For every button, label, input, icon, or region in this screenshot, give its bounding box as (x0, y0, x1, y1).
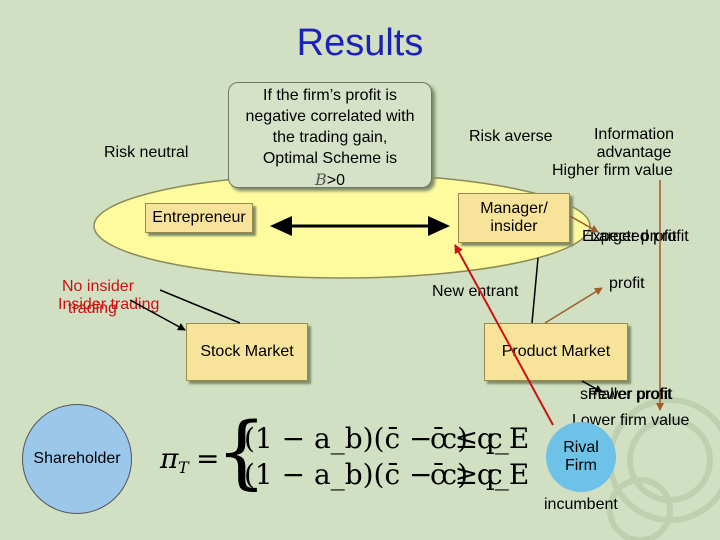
callout-line-1: If the firm’s profit is (263, 87, 397, 104)
entrepreneur-box: Entrepreneur (145, 203, 253, 233)
rival-firm-circle: Rival Firm (546, 422, 616, 492)
shareholder-circle: Shareholder (22, 404, 132, 514)
insider-trading-label: No insider trading Insider trading (58, 278, 160, 317)
optimal-scheme-callout: If the firm’s profit is negative correla… (228, 82, 432, 189)
lower-firm-value-label: Lower firm value (572, 412, 690, 429)
manager-insider-box: Manager/ insider (458, 193, 570, 243)
stock-market-box: Stock Market (186, 323, 308, 381)
information-advantage-label: Information advantage (593, 126, 675, 161)
profit-label: profit (609, 275, 645, 292)
callout-line-4: Optimal Scheme is (262, 150, 398, 167)
fewer-smaller-profit-label: Fewer profit smaller profit (580, 386, 673, 403)
callout-line-3: the trading gain, (272, 129, 388, 146)
callout-line-2: negative correlated with (245, 108, 415, 125)
profit-equation: π T = { (1 − a_b)(c̄ − c) q_E (1 − a_b)(… (160, 405, 530, 498)
slide-title: Results (296, 22, 424, 64)
new-entrant-label: New entrant (432, 283, 519, 300)
shareholder-label: Shareholder (33, 450, 121, 467)
callout-line-5: B>0 (314, 170, 345, 189)
risk-averse-label: Risk averse (469, 128, 553, 145)
product-market-box: Product Market (484, 323, 628, 381)
higher-firm-value-label: Higher firm value (552, 162, 673, 179)
incumbent-label: incumbent (544, 496, 618, 513)
expected-larger-profit-label: Expected profit Larger profit (582, 228, 689, 245)
risk-neutral-label: Risk neutral (104, 144, 189, 161)
